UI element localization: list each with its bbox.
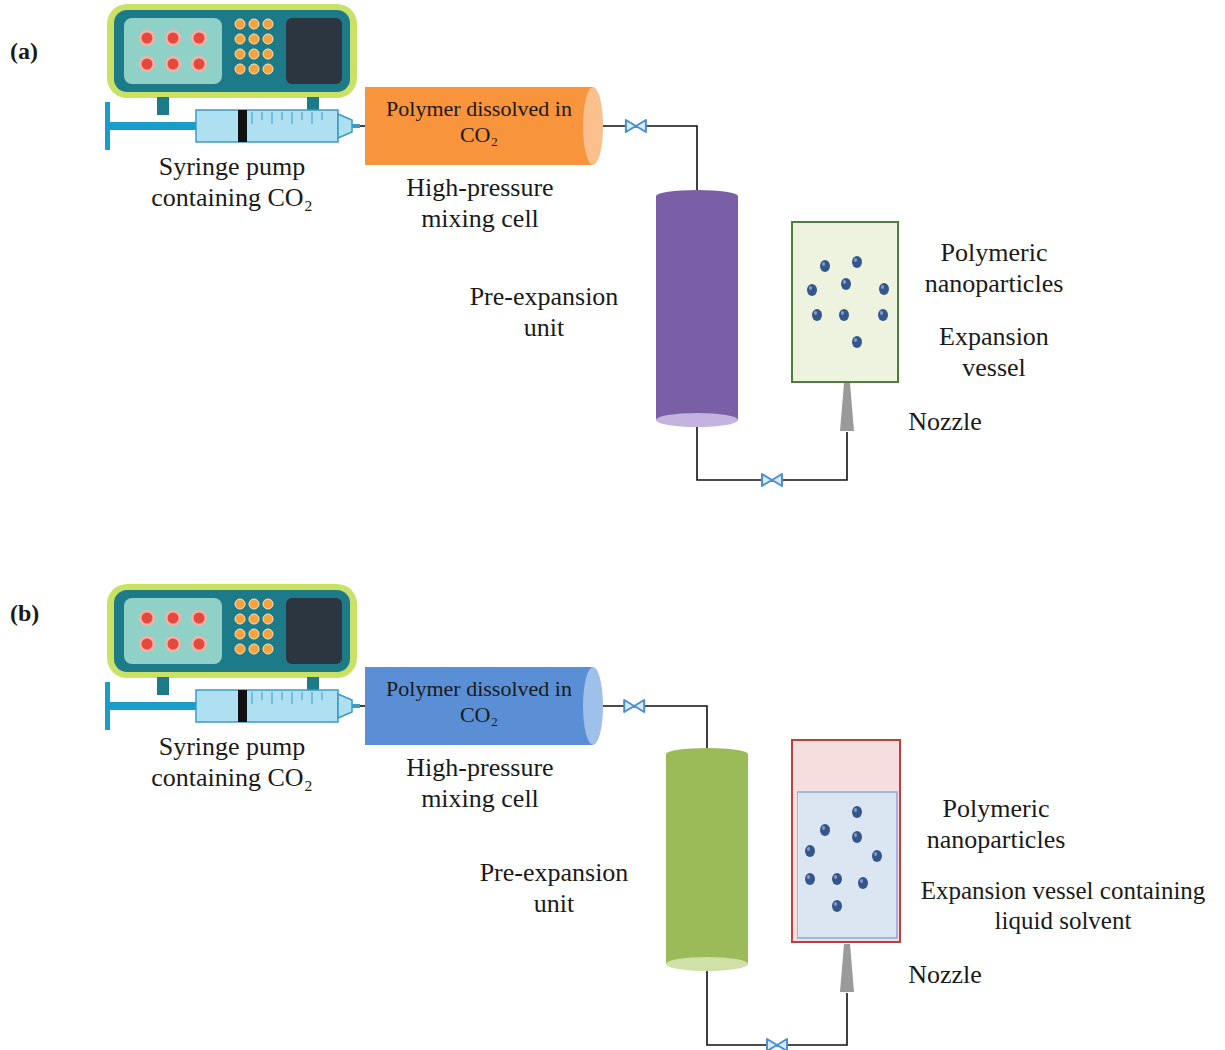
equipment-label: Pre-expansion unit xyxy=(460,858,648,919)
valve-symbol xyxy=(624,700,644,712)
panel-label: (a) xyxy=(10,38,38,65)
equipment-label: Polymer dissolved in CO₂ xyxy=(373,96,585,148)
pipe-line xyxy=(360,125,365,127)
equipment-node: Polymer dissolved in CO₂ High-pressure mi… xyxy=(365,665,610,823)
equipment-node: Nozzle xyxy=(836,942,1001,996)
equipment-label: High-pressure mixing cell xyxy=(375,173,585,234)
valve-symbol xyxy=(762,474,782,486)
equipment-node: Syringe pump containing CO₂ xyxy=(102,580,372,812)
equipment-label: Polymeric nanoparticles xyxy=(906,238,1082,299)
equipment-label: Polymeric nanoparticles xyxy=(908,794,1084,855)
equipment-label: Pre-expansion unit xyxy=(450,282,638,343)
pipe-line xyxy=(697,426,847,480)
pipe-line xyxy=(707,970,847,1045)
equipment-label: Polymer dissolved in CO₂ xyxy=(373,676,585,728)
equipment-label: Nozzle xyxy=(890,960,1000,991)
valve-symbol xyxy=(626,120,646,132)
pipe-line xyxy=(603,706,707,748)
equipment-label: Nozzle xyxy=(890,407,1000,438)
equipment-label: Syringe pump containing CO₂ xyxy=(117,732,347,793)
equipment-label: Expansion vessel containing liquid solve… xyxy=(906,876,1220,935)
panel-label: (b) xyxy=(10,600,39,627)
equipment-label: Expansion vessel xyxy=(906,322,1082,383)
equipment-node: Syringe pump containing CO₂ xyxy=(102,0,372,232)
equipment-label: High-pressure mixing cell xyxy=(375,753,585,814)
equipment-node: Nozzle xyxy=(836,381,1001,435)
equipment-node: Polymeric nanoparticlesExpansion vessel … xyxy=(790,738,1223,948)
equipment-node: Pre-expansion unit xyxy=(450,190,745,430)
pipe-line xyxy=(360,705,365,707)
equipment-node: Pre-expansion unit xyxy=(460,748,755,974)
equipment-node: Polymer dissolved in CO₂ High-pressure mi… xyxy=(365,85,610,243)
equipment-node: Polymeric nanoparticlesExpansion vessel xyxy=(790,220,1082,386)
pipe-line xyxy=(603,126,697,190)
equipment-label: Syringe pump containing CO₂ xyxy=(117,152,347,213)
valve-symbol xyxy=(767,1039,787,1050)
